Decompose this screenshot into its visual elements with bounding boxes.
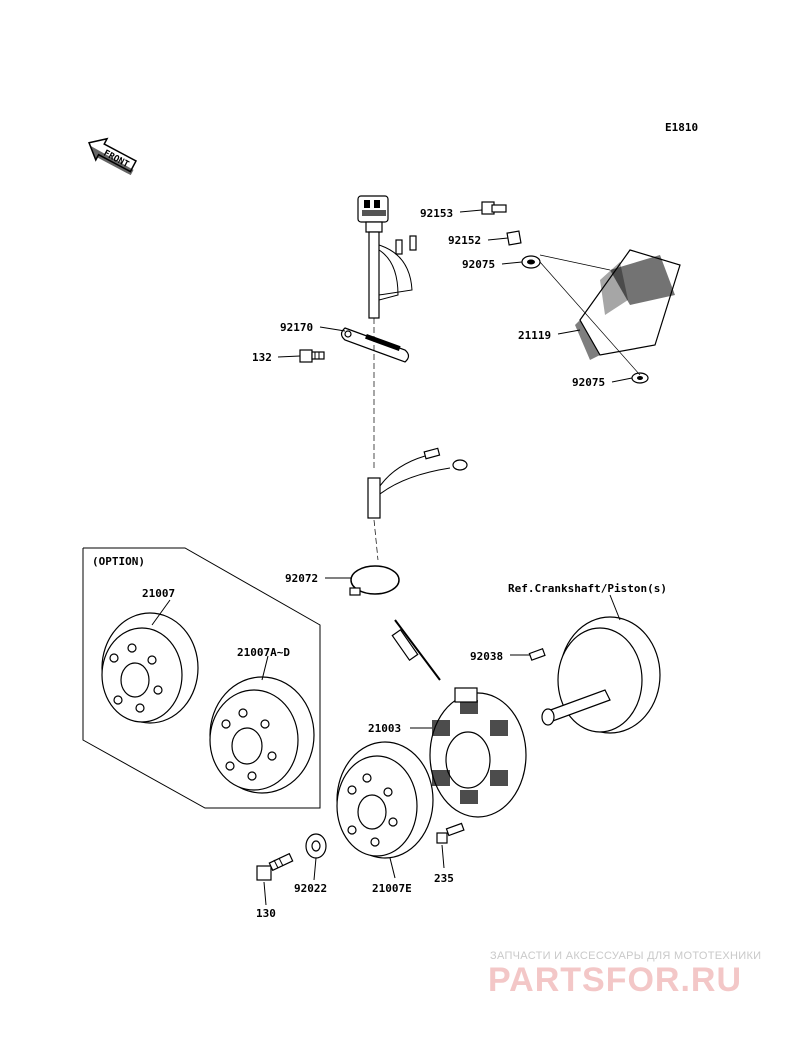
label-92170: 92170 (280, 321, 313, 334)
label-92075-upper: 92075 (462, 258, 495, 271)
label-21003: 21003 (368, 722, 401, 735)
option-box-title: (OPTION) (92, 555, 145, 568)
label-130: 130 (256, 907, 276, 920)
watermark-subtitle: ЗАПЧАСТИ И АКСЕССУАРЫ ДЛЯ МОТОТЕХНИКИ (490, 950, 762, 962)
stator-leads (367, 447, 468, 519)
collar-92152 (506, 230, 522, 246)
label-235: 235 (434, 872, 454, 885)
watermark-logo: PARTSFOR.RU (488, 961, 743, 999)
bolt-92153 (481, 201, 507, 215)
option-box: (OPTION) (82, 547, 321, 809)
bolt-130 (256, 852, 294, 881)
label-92072: 92072 (285, 572, 318, 585)
clamp-92170 (340, 327, 410, 363)
label-21007A-D: 21007A~D (237, 646, 290, 659)
washer-92022 (305, 833, 327, 859)
rotor-21007A-D (209, 676, 315, 794)
label-92022: 92022 (294, 882, 327, 895)
rotor-21007E (336, 741, 434, 859)
label-21007E: 21007E (372, 882, 412, 895)
label-92075-lower: 92075 (572, 376, 605, 389)
wiring-harness (357, 195, 417, 319)
stator-21003 (391, 619, 527, 818)
band-92072 (349, 565, 400, 596)
crankshaft-reference (541, 616, 661, 734)
label-21007: 21007 (142, 587, 175, 600)
grommet-92075-upper (521, 255, 541, 269)
label-132: 132 (252, 351, 272, 364)
front-arrow-icon: FRONT (88, 137, 138, 176)
bolt-235 (436, 822, 465, 844)
label-92153: 92153 (420, 207, 453, 220)
label-21119: 21119 (518, 329, 551, 342)
bolt-132 (299, 349, 325, 363)
rotor-21007 (101, 612, 199, 724)
label-92152: 92152 (448, 234, 481, 247)
crankshaft-ref-label: Ref.Crankshaft/Piston(s) (508, 582, 667, 595)
key-92038 (528, 648, 546, 661)
diagram-code: E1810 (665, 121, 698, 134)
regulator-21119 (575, 249, 681, 360)
label-92038: 92038 (470, 650, 503, 663)
